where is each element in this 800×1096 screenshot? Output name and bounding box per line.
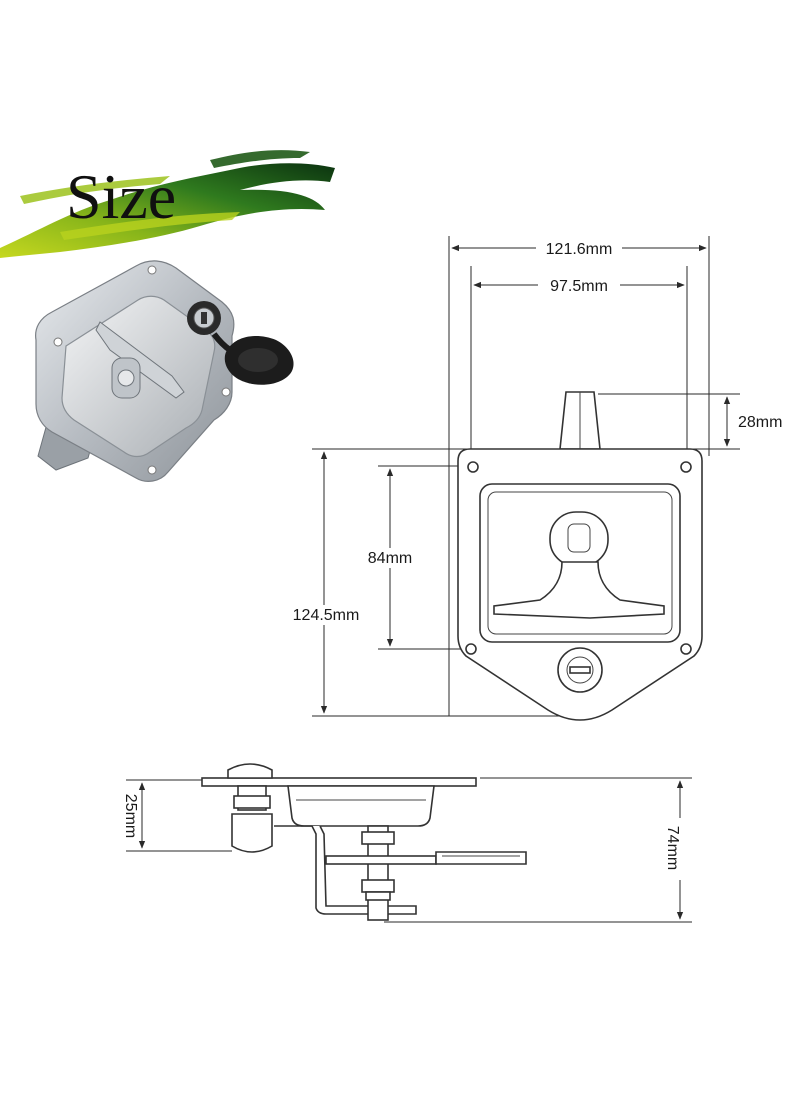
front-lock-core: [566, 656, 594, 684]
front-recess-inner: [487, 491, 673, 635]
side-bolt-nut: [361, 879, 395, 893]
dim-overall-depth: 74mm: [664, 826, 681, 870]
mount-hole: [465, 643, 477, 655]
dim-overall-height: 124.5mm: [293, 607, 360, 624]
mount-hole: [680, 643, 692, 655]
side-view-drawing: 25mm 74mm: [122, 763, 692, 923]
side-bracket: [274, 825, 417, 915]
brush-streak: [60, 212, 240, 240]
side-recess: [287, 785, 435, 827]
dim-label-bg: [364, 548, 416, 568]
side-flange: [201, 777, 477, 787]
photo-handle: [95, 321, 185, 399]
side-bolt-washer: [365, 891, 391, 901]
front-t-handle: [493, 561, 665, 619]
dim-label-bg: [664, 818, 684, 880]
dim-hole-spacing: 97.5mm: [550, 278, 608, 295]
photo-cap-strap: [211, 332, 232, 353]
side-bolt-nut: [361, 831, 395, 845]
dim-overall-width: 121.6mm: [546, 241, 613, 258]
dim-flange-depth: 25mm: [122, 794, 139, 838]
size-banner: Size: [0, 150, 335, 258]
front-key-slot: [569, 666, 591, 674]
front-view-drawing: 121.6mm 97.5mm 28mm 84mm 124.5mm: [286, 236, 782, 721]
brush-streak: [20, 176, 170, 204]
photo-lock-cap-face: [238, 348, 278, 372]
front-cam: [549, 511, 609, 567]
dim-handle-height: 28mm: [738, 414, 782, 431]
side-latch-tongue: [435, 851, 527, 865]
photo-mount-hole: [147, 265, 157, 275]
front-cam-slot: [567, 523, 591, 553]
photo-mount-hole: [147, 465, 157, 475]
photo-mount-hole: [53, 337, 63, 347]
side-lock-cam: [231, 813, 273, 853]
mount-hole: [680, 461, 692, 473]
photo-mount-hole: [221, 387, 231, 397]
photo-cam-pin: [117, 369, 135, 387]
dim-label-bg: [538, 275, 620, 295]
dim-label-bg: [536, 238, 622, 258]
side-latch-bar: [325, 855, 437, 865]
product-photo: [35, 260, 294, 482]
mount-hole: [467, 461, 479, 473]
brush-streak: [210, 150, 310, 168]
photo-key-slot: [201, 312, 207, 324]
side-lock-cap: [227, 763, 273, 779]
dim-hole-vertical: 84mm: [368, 550, 412, 567]
side-lock-nut: [233, 795, 271, 809]
dim-label-bg: [286, 605, 366, 625]
banner-title: Size: [66, 161, 176, 232]
